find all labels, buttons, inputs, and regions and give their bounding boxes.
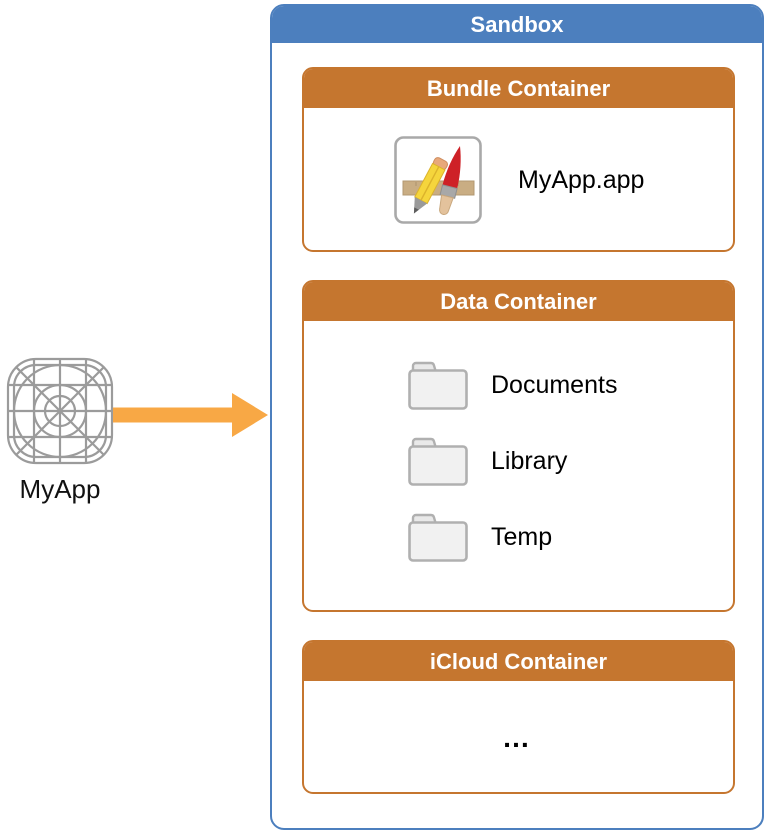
sandbox-title: Sandbox xyxy=(272,6,762,43)
folder-icon xyxy=(408,361,468,410)
folder-label: Library xyxy=(491,446,568,475)
folder-row-documents: Documents xyxy=(406,358,733,412)
data-container-box: Data Container Documents Library xyxy=(302,280,735,612)
icloud-container-content: … xyxy=(304,681,733,792)
bundle-container-content: MyApp.app xyxy=(304,108,733,250)
app-bundle-label: MyApp.app xyxy=(518,165,645,194)
myapp-figure: MyApp xyxy=(4,356,116,505)
folder-list: Documents Library Temp xyxy=(304,321,733,564)
icloud-container-title: iCloud Container xyxy=(304,642,733,681)
right-arrow-icon xyxy=(113,393,268,437)
folder-row-library: Library xyxy=(406,434,733,488)
folder-icon xyxy=(408,437,468,486)
folder-icon xyxy=(408,513,468,562)
app-grid-template-icon xyxy=(6,357,114,465)
icloud-container-box: iCloud Container … xyxy=(302,640,735,794)
data-container-title: Data Container xyxy=(304,282,733,321)
sandbox-box: Sandbox Bundle Container xyxy=(270,4,764,830)
icloud-ellipsis-label: … xyxy=(502,721,535,753)
folder-label: Documents xyxy=(491,370,618,399)
bundle-container-box: Bundle Container xyxy=(302,67,735,252)
app-bundle-icon xyxy=(394,136,482,224)
bundle-container-title: Bundle Container xyxy=(304,69,733,108)
myapp-label: MyApp xyxy=(19,474,101,504)
folder-row-temp: Temp xyxy=(406,510,733,564)
folder-label: Temp xyxy=(491,522,553,551)
